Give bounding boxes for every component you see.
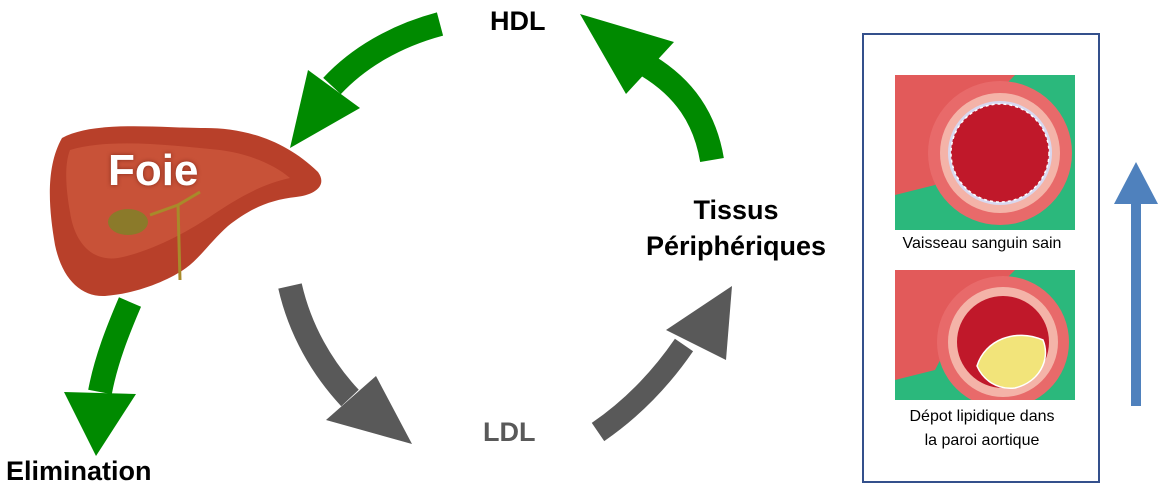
liver-to-elimination-arrow [64,297,142,456]
plaque-artery-icon [895,270,1075,400]
tissues-label-line2: Périphériques [645,231,827,261]
liver-label: Foie [108,146,199,195]
healthy-artery-icon [895,75,1075,230]
tissues-to-hdl-arrow [580,14,724,163]
plaque-caption-line1: Dépot lipidique dans [909,408,1055,425]
ldl-to-tissues-arrow [591,286,732,442]
progression-arrow [1114,162,1158,406]
plaque-vessel-caption: Dépot lipidique dans la paroi aortique [866,405,1098,453]
liver-to-ldl-arrow [278,283,412,444]
plaque-caption-line2: la paroi aortique [924,432,1040,449]
tissues-label: Tissus Périphériques [626,192,846,264]
hdl-label: HDL [490,6,546,36]
ldl-label: LDL [483,417,536,447]
tissues-label-line1: Tissus [693,195,779,225]
liver-icon [49,126,322,297]
elimination-label: Elimination [6,456,152,486]
healthy-vessel-caption: Vaisseau sanguin sain [902,235,1062,252]
hdl-to-liver-arrow [290,12,444,148]
